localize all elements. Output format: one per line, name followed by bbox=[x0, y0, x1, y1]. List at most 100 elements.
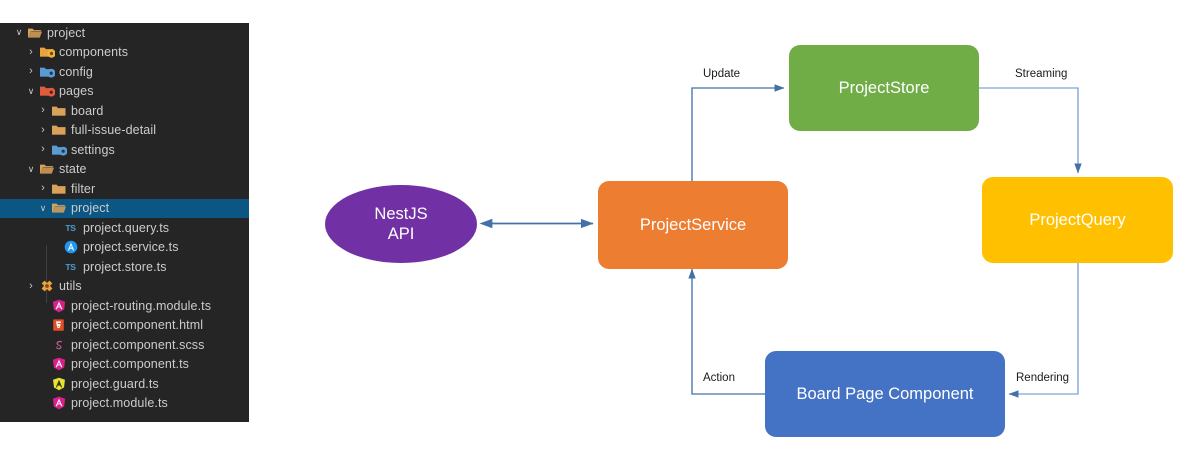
chevron-down-icon[interactable]: ∨ bbox=[27, 163, 35, 174]
chevron-right-icon[interactable]: › bbox=[29, 65, 33, 78]
folder-open-icon bbox=[38, 161, 55, 177]
tree-item-label: utils bbox=[59, 279, 82, 294]
edge-streaming bbox=[979, 87, 1082, 174]
tree-item-project-module-ts[interactable]: project.module.ts bbox=[0, 394, 249, 414]
node-nestjs-api[interactable]: NestJS API bbox=[325, 185, 477, 263]
folder-config-icon bbox=[38, 64, 55, 80]
html5-icon bbox=[50, 318, 67, 332]
tree-item-utils[interactable]: › utils bbox=[0, 277, 249, 297]
tree-item-label: project-routing.module.ts bbox=[71, 298, 212, 313]
tree-item-label: project.store.ts bbox=[83, 259, 167, 274]
node-board-page-component[interactable]: Board Page Component bbox=[765, 351, 1005, 437]
file-tree[interactable]: ∨ project › components › config ∨ pages › board › f… bbox=[0, 23, 249, 413]
tree-item-pages[interactable]: ∨ pages bbox=[0, 82, 249, 102]
tree-item-config[interactable]: › config bbox=[0, 62, 249, 82]
angular-service-icon bbox=[62, 240, 79, 254]
tree-item-project[interactable]: ∨ project bbox=[0, 23, 249, 43]
node-project-store[interactable]: ProjectStore bbox=[789, 45, 979, 131]
tree-item-label: project.service.ts bbox=[83, 240, 179, 255]
sass-icon bbox=[50, 338, 67, 352]
node-project-service[interactable]: ProjectService bbox=[598, 181, 788, 269]
chevron-down-icon[interactable]: ∨ bbox=[27, 85, 35, 96]
node-board-page-component-label: Board Page Component bbox=[796, 384, 974, 403]
angular-icon bbox=[52, 357, 65, 371]
tree-item-label: components bbox=[59, 45, 129, 60]
angular-guard-icon bbox=[50, 377, 67, 391]
chevron-right-icon[interactable]: › bbox=[41, 182, 45, 195]
edge-action bbox=[688, 268, 768, 395]
tree-item-project-component-html[interactable]: project.component.html bbox=[0, 316, 249, 336]
angular-guard-icon bbox=[52, 377, 65, 391]
chevron-down-icon[interactable]: ∨ bbox=[15, 27, 23, 38]
tree-item-label: board bbox=[71, 103, 104, 118]
folder-utils-icon bbox=[38, 278, 55, 294]
tree-item-project[interactable]: ∨ project bbox=[0, 198, 249, 218]
tree-item-full-issue-detail[interactable]: › full-issue-detail bbox=[0, 121, 249, 141]
tree-item-label: project.query.ts bbox=[83, 220, 170, 235]
diagram-connectors: ProjectService --> bbox=[479, 84, 1082, 398]
chevron-right-icon[interactable]: › bbox=[29, 279, 33, 292]
tree-item-label: project.component.scss bbox=[71, 337, 205, 352]
angular-icon bbox=[50, 357, 67, 371]
node-project-query[interactable]: ProjectQuery bbox=[982, 177, 1173, 263]
tree-item-state[interactable]: ∨ state bbox=[0, 160, 249, 180]
typescript-icon: TS bbox=[65, 261, 76, 272]
edge-label-action: Action bbox=[701, 372, 737, 384]
html5-icon bbox=[53, 319, 64, 331]
tree-item-board[interactable]: › board bbox=[0, 101, 249, 121]
typescript-icon: TS bbox=[65, 222, 76, 233]
tree-item-label: pages bbox=[59, 84, 94, 99]
folder-components-icon bbox=[38, 44, 55, 60]
edge-label-rendering: Rendering bbox=[1014, 372, 1072, 384]
angular-icon bbox=[50, 396, 67, 410]
edge-rendering bbox=[1008, 262, 1079, 398]
tree-item-components[interactable]: › components bbox=[0, 43, 249, 63]
tree-item-project-service-ts[interactable]: project.service.ts bbox=[0, 238, 249, 258]
tree-item-settings[interactable]: ›settings bbox=[0, 140, 249, 160]
folder-icon bbox=[50, 181, 67, 197]
folder-open-icon bbox=[50, 200, 67, 216]
tree-item-project-component-ts[interactable]: project.component.ts bbox=[0, 355, 249, 375]
tree-item-label: project bbox=[47, 25, 86, 40]
node-project-store-label: ProjectStore bbox=[838, 78, 930, 97]
tree-item-label: filter bbox=[71, 181, 96, 196]
file-explorer-panel[interactable]: ∨ project › components › config ∨ pages › board › f… bbox=[0, 23, 249, 422]
chevron-down-icon[interactable]: ∨ bbox=[39, 202, 47, 213]
edge-update bbox=[691, 84, 785, 181]
node-project-query-label: ProjectQuery bbox=[1029, 210, 1126, 229]
tree-item-label: project.module.ts bbox=[71, 396, 168, 411]
indent-guide bbox=[46, 245, 47, 303]
tree-item-label: project.component.html bbox=[71, 318, 204, 333]
tree-item-label: project bbox=[71, 201, 110, 216]
tree-item-label: full-issue-detail bbox=[71, 123, 157, 138]
angular-service-icon bbox=[64, 240, 77, 254]
tree-item-project-guard-ts[interactable]: project.guard.ts bbox=[0, 374, 249, 394]
edge-label-update: Update bbox=[701, 68, 743, 80]
angular-icon bbox=[52, 299, 65, 313]
tree-item-project-store-ts[interactable]: TS project.store.ts bbox=[0, 257, 249, 277]
edge-label-streaming: Streaming bbox=[1013, 68, 1070, 80]
tree-item-project-component-scss[interactable]: project.component.scss bbox=[0, 335, 249, 355]
typescript-icon: TS bbox=[62, 223, 79, 233]
chevron-right-icon[interactable]: › bbox=[41, 143, 45, 156]
tree-item-label: config bbox=[59, 64, 93, 79]
architecture-diagram: ProjectService --> NestJS API ProjectSer… bbox=[260, 0, 1185, 469]
angular-icon bbox=[52, 396, 65, 410]
folder-icon bbox=[50, 103, 67, 119]
tree-item-label: state bbox=[59, 162, 87, 177]
node-nestjs-api-label: NestJS API bbox=[374, 204, 428, 243]
folder-icon bbox=[50, 122, 67, 138]
angular-icon bbox=[50, 299, 67, 313]
tree-item-filter[interactable]: › filter bbox=[0, 179, 249, 199]
node-project-service-label: ProjectService bbox=[639, 215, 747, 234]
tree-item-project-query-ts[interactable]: TS project.query.ts bbox=[0, 218, 249, 238]
chevron-right-icon[interactable]: › bbox=[41, 104, 45, 117]
chevron-right-icon[interactable]: › bbox=[41, 123, 45, 136]
typescript-icon: TS bbox=[62, 262, 79, 272]
sass-icon bbox=[55, 340, 62, 350]
folder-settings-icon bbox=[50, 142, 67, 158]
chevron-right-icon[interactable]: › bbox=[29, 45, 33, 58]
tree-item-project-routing-module-ts[interactable]: project-routing.module.ts bbox=[0, 296, 249, 316]
tree-item-label: project.component.ts bbox=[71, 357, 190, 372]
tree-item-label: project.guard.ts bbox=[71, 376, 159, 391]
